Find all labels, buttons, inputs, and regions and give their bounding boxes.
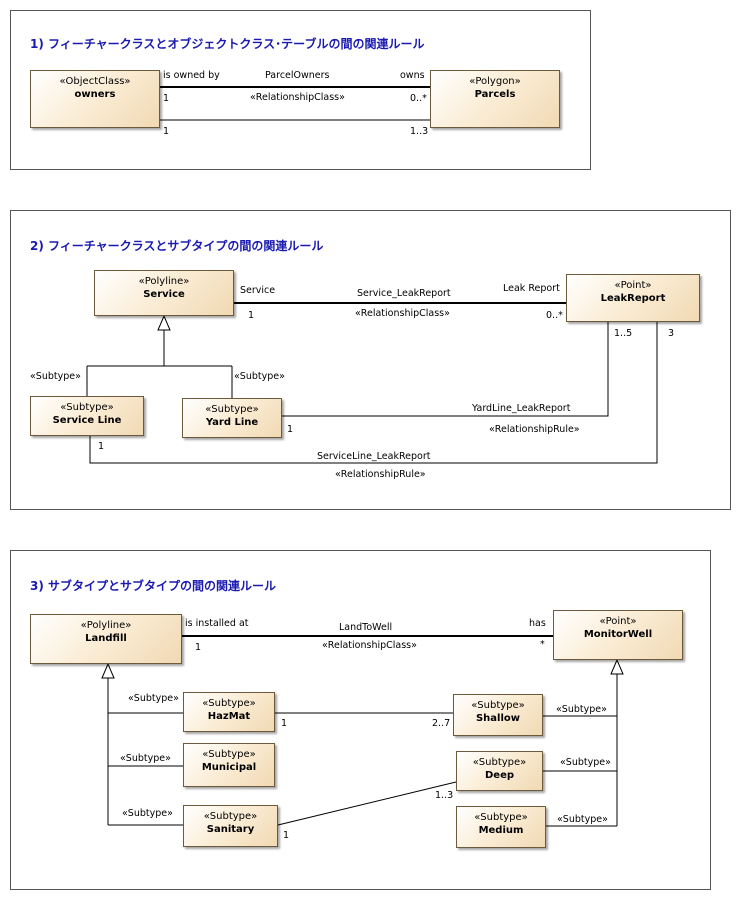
- multiplicity-label: 1: [283, 830, 290, 841]
- class-stereotype: «Subtype»: [205, 404, 259, 415]
- association-name: ParcelOwners: [265, 70, 330, 81]
- class-shallow[interactable]: «Subtype» Shallow: [453, 694, 543, 736]
- class-owners[interactable]: «ObjectClass» owners: [30, 70, 160, 128]
- class-name: Sanitary: [206, 824, 255, 835]
- multiplicity-label: 1: [163, 93, 170, 104]
- multiplicity-label: 1..3: [435, 790, 454, 801]
- rule-stereotype: «RelationshipRule»: [489, 424, 580, 435]
- class-name: Service: [143, 289, 185, 300]
- multiplicity-label: 1: [281, 718, 288, 729]
- class-name: LeakReport: [600, 293, 666, 304]
- generalization-stereotype: «Subtype»: [234, 371, 285, 382]
- generalization-stereotype: «Subtype»: [122, 808, 173, 819]
- class-stereotype: «Polygon»: [469, 76, 521, 87]
- generalization-stereotype: «Subtype»: [30, 371, 81, 382]
- generalization-arrow: [157, 314, 171, 331]
- multiplicity-label: 1: [163, 126, 170, 137]
- class-stereotype: «Subtype»: [474, 812, 528, 823]
- panel-2: [10, 210, 731, 510]
- association-stereotype: «RelationshipClass»: [322, 640, 417, 651]
- multiplicity-label: 0..*: [410, 93, 427, 104]
- multiplicity-label: 2..7: [432, 718, 451, 729]
- class-name: Service Line: [52, 415, 122, 426]
- class-name: HazMat: [207, 711, 251, 722]
- class-stereotype: «Subtype»: [60, 402, 114, 413]
- class-stereotype: «Subtype»: [471, 700, 525, 711]
- class-monitorwell[interactable]: «Point» MonitorWell: [553, 610, 683, 660]
- panel-3: [10, 550, 711, 890]
- role-label: owns: [400, 70, 425, 81]
- class-name: Parcels: [474, 89, 516, 100]
- class-name: Deep: [484, 770, 515, 781]
- class-name: Medium: [478, 825, 524, 836]
- class-stereotype: «Point»: [599, 616, 637, 627]
- multiplicity-label: 0..*: [546, 310, 563, 321]
- role-label: Service: [240, 285, 276, 296]
- class-name: MonitorWell: [583, 629, 653, 640]
- class-stereotype: «Subtype»: [202, 698, 256, 709]
- class-service-line[interactable]: «Subtype» Service Line: [30, 396, 144, 436]
- generalization-arrow: [610, 658, 624, 675]
- multiplicity-label: 1: [248, 310, 255, 321]
- class-sanitary[interactable]: «Subtype» Sanitary: [183, 805, 278, 847]
- multiplicity-label: 1: [98, 441, 105, 452]
- panel-1-title: 1) フィーチャークラスとオブジェクトクラス･テーブルの間の関連ルール: [30, 37, 425, 51]
- generalization-stereotype: «Subtype»: [120, 753, 171, 764]
- generalization-stereotype: «Subtype»: [128, 693, 179, 704]
- class-name: Landfill: [85, 633, 127, 644]
- rule-name: YardLine_LeakReport: [472, 403, 571, 414]
- role-label: has: [529, 618, 546, 629]
- serviceline-rule-line: [89, 322, 658, 464]
- class-hazmat[interactable]: «Subtype» HazMat: [183, 692, 275, 732]
- class-stereotype: «Polyline»: [80, 620, 132, 631]
- rule-name: ServiceLine_LeakReport: [317, 451, 431, 462]
- class-deep[interactable]: «Subtype» Deep: [456, 751, 543, 791]
- rule-stereotype: «RelationshipRule»: [335, 469, 426, 480]
- class-stereotype: «Polyline»: [138, 276, 190, 287]
- class-yard-line[interactable]: «Subtype» Yard Line: [182, 398, 282, 438]
- multiplicity-label: 1..5: [614, 328, 633, 339]
- class-leakreport[interactable]: «Point» LeakReport: [566, 274, 700, 322]
- class-name: Shallow: [475, 713, 521, 724]
- association-stereotype: «RelationshipClass»: [355, 308, 450, 319]
- class-municipal[interactable]: «Subtype» Municipal: [183, 743, 275, 787]
- class-stereotype: «Subtype»: [472, 757, 527, 768]
- role-label: Leak Report: [503, 283, 560, 294]
- class-parcels[interactable]: «Polygon» Parcels: [430, 70, 560, 128]
- association-stereotype: «RelationshipClass»: [250, 92, 345, 103]
- class-name: owners: [74, 89, 116, 100]
- class-stereotype: «Point»: [614, 280, 652, 291]
- multiplicity-label: 1: [287, 424, 294, 435]
- class-stereotype: «Subtype»: [203, 811, 258, 822]
- association-name: LandToWell: [339, 622, 393, 633]
- class-stereotype: «Subtype»: [202, 749, 256, 760]
- class-landfill[interactable]: «Polyline» Landfill: [30, 614, 182, 664]
- class-medium[interactable]: «Subtype» Medium: [456, 806, 546, 848]
- generalization-stereotype: «Subtype»: [556, 704, 607, 715]
- class-stereotype: «ObjectClass»: [59, 76, 131, 87]
- role-label: is owned by: [163, 70, 220, 81]
- yardline-rule-line: [282, 322, 609, 417]
- multiplicity-label: 1..3: [410, 126, 429, 137]
- generalization-stereotype: «Subtype»: [560, 757, 611, 768]
- sanitary-deep-link: [277, 781, 457, 826]
- multiplicity-label: 1: [195, 642, 202, 653]
- multiplicity-label: *: [540, 639, 545, 650]
- association-name: Service_LeakReport: [357, 288, 451, 299]
- multiplicity-label: 3: [668, 328, 675, 339]
- class-name: Yard Line: [205, 417, 259, 428]
- class-name: Municipal: [201, 762, 257, 773]
- panel-2-title: 2) フィーチャークラスとサブタイプの間の関連ルール: [30, 239, 324, 253]
- generalization-arrow: [101, 662, 115, 679]
- generalization-stereotype: «Subtype»: [557, 814, 608, 825]
- class-service[interactable]: «Polyline» Service: [94, 270, 234, 316]
- role-label: is installed at: [185, 618, 249, 629]
- panel-3-title: 3) サブタイプとサブタイプの間の関連ルール: [30, 579, 277, 593]
